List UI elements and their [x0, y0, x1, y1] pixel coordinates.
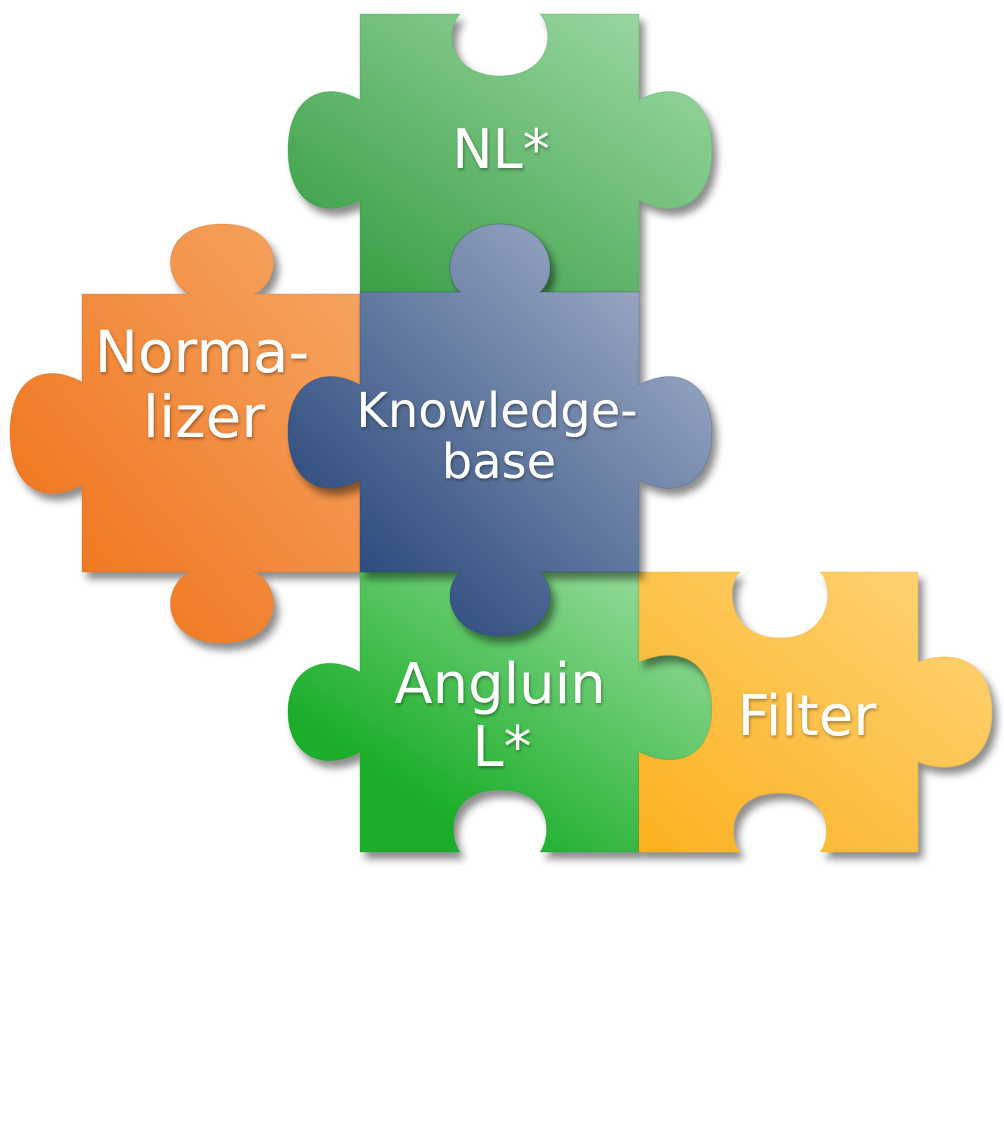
knowledge-base-label-line-2: base: [442, 434, 556, 490]
angluin-label-line-2: L*: [472, 715, 531, 780]
nl-star-label: NL*: [452, 118, 549, 181]
normalizer-label-line-2: lizer: [143, 383, 265, 451]
puzzle-piece-knowledge-base: [287, 223, 713, 637]
puzzle-piece-filter: [638, 571, 993, 853]
puzzle-piece-normalizer: [9, 223, 361, 644]
knowledge-base-label-line-1: Knowledge-: [356, 383, 637, 439]
angluin-label-line-1: Angluin: [394, 652, 605, 717]
normalizer-label-line-1: Norma-: [95, 318, 310, 386]
filter-label: Filter: [738, 684, 878, 749]
